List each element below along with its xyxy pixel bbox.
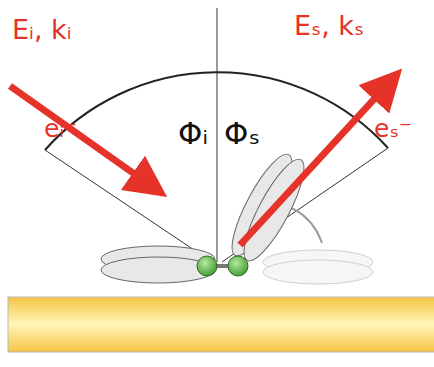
scattered-energy-label: Eₛ, kₛ [294, 12, 364, 39]
incident-electron-label: eᵢ⁻ [44, 116, 77, 141]
incident-angle-label: Φᵢ [178, 118, 208, 149]
scattered-electron-label: eₛ⁻ [374, 116, 412, 141]
incident-energy-label: Eᵢ, kᵢ [12, 16, 72, 43]
scatter-angle-label: Φₛ [224, 118, 260, 149]
